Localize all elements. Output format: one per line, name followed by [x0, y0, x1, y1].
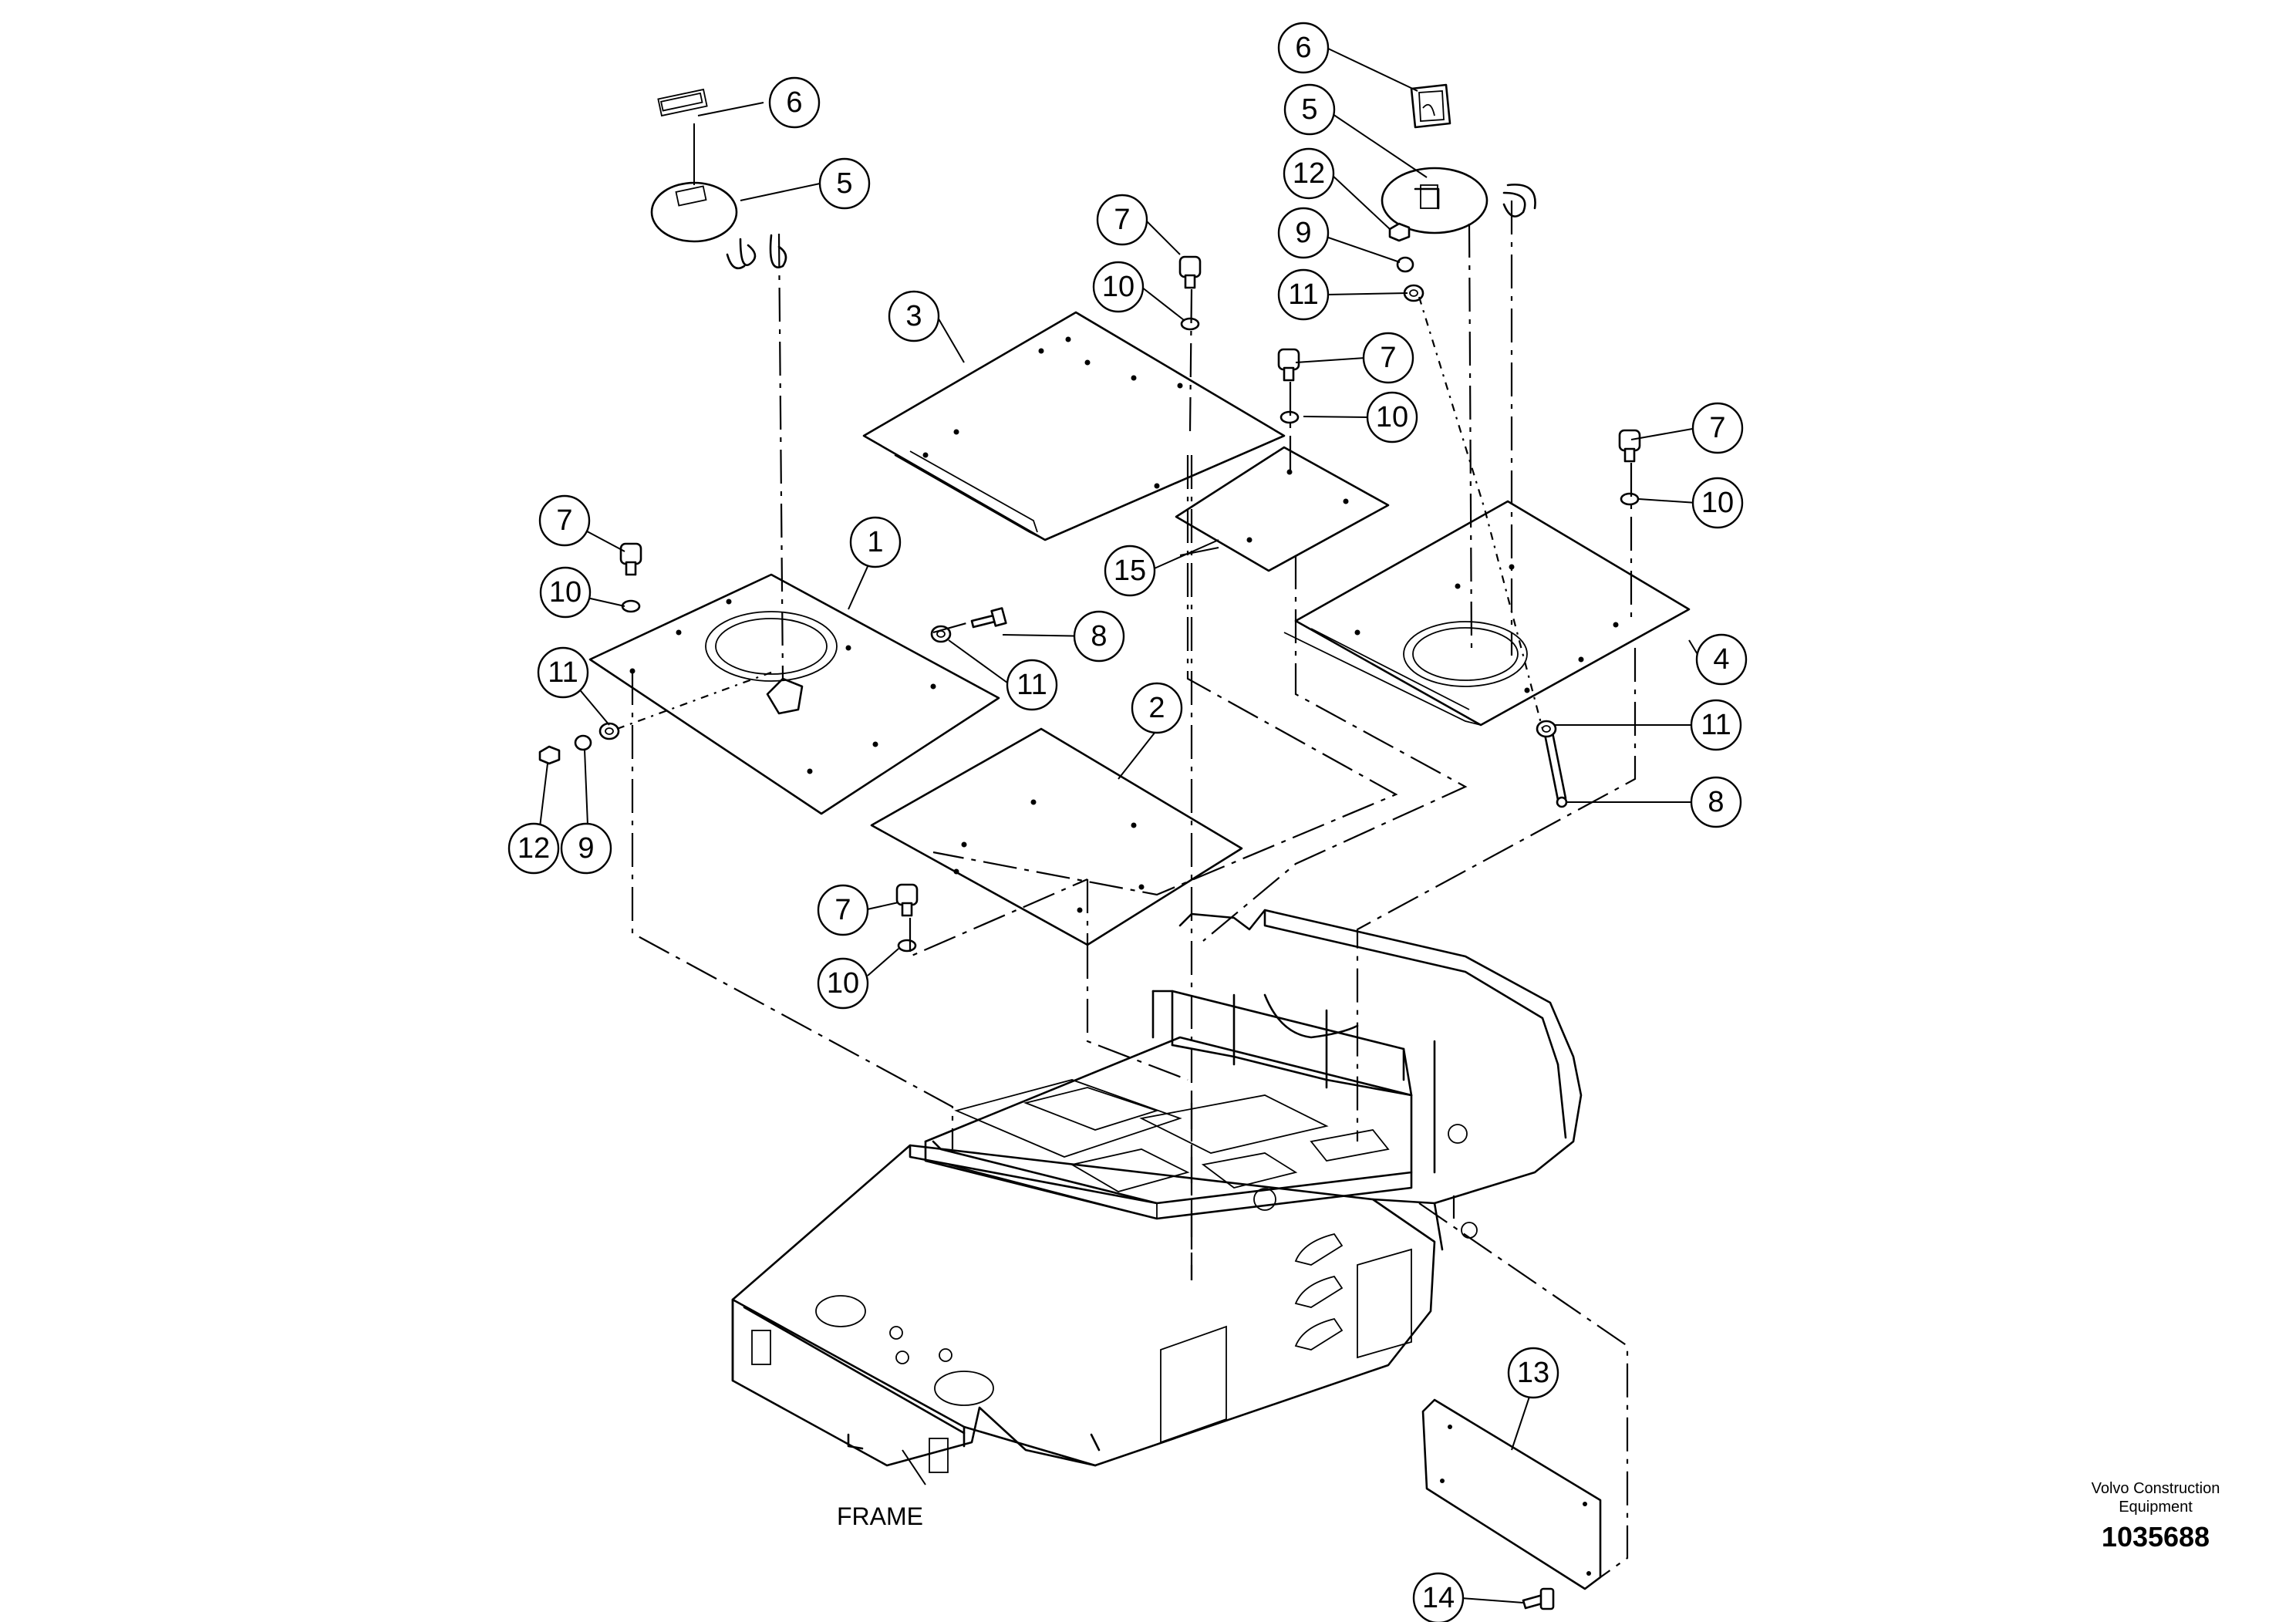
plate-2	[870, 727, 1243, 946]
screw-14	[1522, 1587, 1555, 1610]
callout-balloon: 7	[1362, 332, 1414, 384]
drawing-number: 1035688	[2101, 1521, 2210, 1553]
svg-text:10: 10	[1701, 487, 1734, 519]
svg-text:6: 6	[786, 86, 802, 119]
callout-balloon: 14	[1412, 1572, 1465, 1622]
callout-balloon: 5	[1283, 83, 1336, 136]
svg-text:14: 14	[1422, 1582, 1455, 1614]
callout-balloon: 11	[1006, 659, 1058, 711]
svg-text:12: 12	[1293, 157, 1325, 190]
screw-8-right	[1543, 731, 1568, 808]
callout-balloon: 15	[1104, 545, 1156, 597]
svg-text:11: 11	[1288, 278, 1318, 311]
plate-4	[1283, 500, 1691, 727]
svg-text:4: 4	[1713, 643, 1729, 676]
svg-text:11: 11	[548, 656, 578, 689]
cap-left	[650, 88, 787, 270]
callout-balloon: 12	[1283, 147, 1335, 200]
svg-text:5: 5	[1301, 93, 1317, 126]
callout-balloon: 2	[1131, 682, 1183, 734]
plate-13	[1421, 1398, 1602, 1590]
frame-assembly	[731, 909, 1583, 1473]
svg-text:8: 8	[1091, 620, 1107, 653]
bolt-7-c	[1277, 348, 1300, 382]
svg-text:12: 12	[518, 832, 550, 865]
washers-11	[598, 284, 1557, 740]
nuts	[538, 222, 1414, 765]
svg-text:2: 2	[1148, 692, 1165, 724]
svg-text:10: 10	[549, 576, 582, 609]
svg-text:6: 6	[1295, 32, 1311, 64]
callout-balloon: 8	[1073, 610, 1125, 663]
svg-text:7: 7	[556, 504, 572, 537]
svg-text:3: 3	[905, 300, 922, 332]
svg-text:11: 11	[1701, 709, 1731, 741]
callout-balloon: 11	[537, 646, 589, 699]
callout-balloon: 7	[1096, 194, 1148, 246]
bolt-7-d	[1618, 429, 1641, 463]
callout-balloon: 10	[1366, 391, 1418, 443]
svg-text:7: 7	[1380, 342, 1396, 374]
svg-text:7: 7	[1709, 412, 1725, 444]
callout-balloon: 4	[1695, 633, 1748, 686]
svg-text:10: 10	[1376, 401, 1408, 433]
plate-15	[1175, 446, 1390, 572]
callout-balloon: 1	[849, 516, 902, 568]
svg-text:10: 10	[1102, 271, 1135, 303]
callout-balloon: 11	[1690, 699, 1742, 751]
callout-balloon: 13	[1507, 1347, 1559, 1399]
callout-balloon: 10	[817, 957, 869, 1010]
frame-label: FRAME	[837, 1502, 923, 1530]
callout-balloon: 8	[1690, 776, 1742, 828]
callout-balloon: 10	[1691, 477, 1744, 529]
callout-balloon: 3	[888, 290, 940, 342]
assembly-lines	[616, 201, 1637, 1578]
callout-balloon: 7	[1691, 402, 1744, 454]
svg-text:1: 1	[867, 526, 883, 558]
callout-balloon: 12	[507, 822, 560, 875]
callout-balloon: 7	[538, 494, 591, 547]
callout-balloon: 9	[560, 822, 612, 875]
plate-1	[588, 573, 1000, 815]
callout-balloon: 6	[768, 76, 821, 129]
brand-text: Volvo Construction Equipment	[2052, 1479, 2260, 1516]
svg-text:10: 10	[827, 967, 859, 1000]
svg-text:15: 15	[1114, 555, 1146, 587]
leader-lines	[539, 47, 1701, 1603]
svg-text:5: 5	[836, 167, 852, 200]
screw-8-left	[970, 607, 1007, 629]
bolt-7-b	[1178, 255, 1202, 289]
svg-text:7: 7	[834, 894, 851, 926]
bolt-7-e	[895, 883, 919, 917]
svg-text:11: 11	[1017, 669, 1047, 701]
svg-text:8: 8	[1708, 786, 1724, 818]
callout-balloon: 11	[1277, 268, 1330, 321]
svg-text:9: 9	[1295, 217, 1311, 249]
washers-10	[621, 317, 1640, 953]
bolt-7-a	[619, 542, 642, 576]
callout-balloon: 5	[818, 157, 871, 210]
plate-3	[862, 311, 1286, 541]
cap-right	[1381, 83, 1536, 234]
callout-balloon: 7	[817, 884, 869, 936]
callout-balloon: 6	[1277, 22, 1330, 74]
brand-line-2: Equipment	[2119, 1499, 2193, 1516]
callout-balloon: 10	[539, 566, 592, 619]
callout-balloon: 10	[1092, 261, 1145, 313]
svg-text:9: 9	[578, 832, 594, 865]
svg-text:7: 7	[1114, 204, 1130, 236]
callout-balloon: 9	[1277, 207, 1330, 259]
svg-text:13: 13	[1517, 1357, 1549, 1389]
brand-line-1: Volvo Construction	[2091, 1480, 2220, 1497]
